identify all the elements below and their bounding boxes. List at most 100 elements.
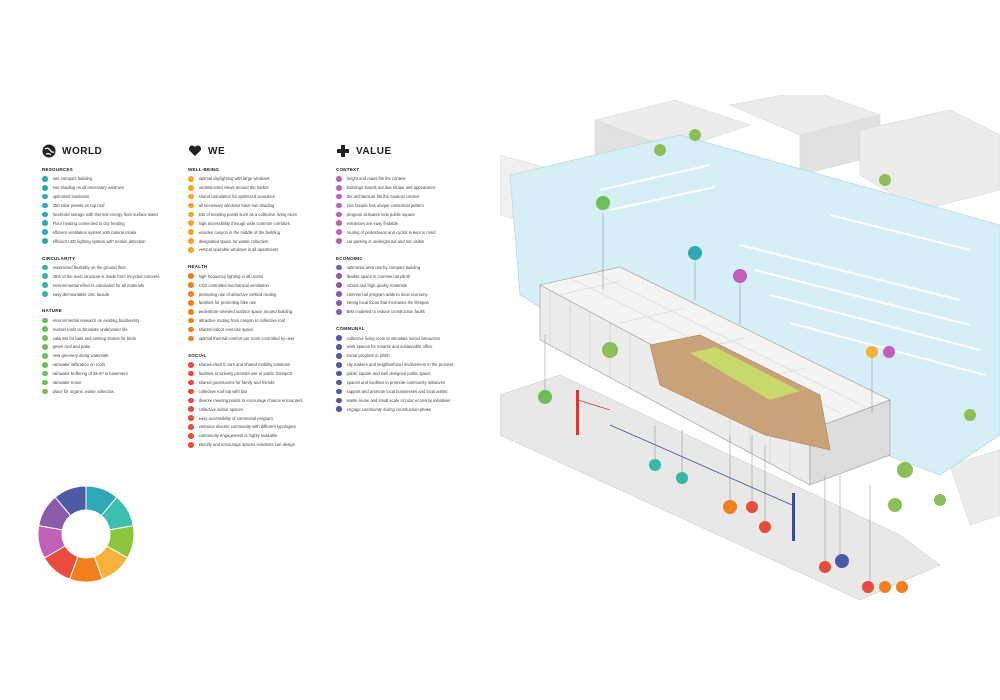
legend-item: embrace diverse community with different… bbox=[188, 423, 328, 432]
section-title: SOCIAL bbox=[188, 352, 207, 358]
legend-item-label: efficient LED lighting system with motio… bbox=[52, 238, 146, 244]
bullet-icon bbox=[188, 361, 194, 368]
legend-item: place for organic waste collection bbox=[42, 387, 182, 396]
bullet-icon bbox=[42, 317, 48, 324]
legend-item: commercial program adds to local economy bbox=[336, 290, 476, 299]
bullet-icon bbox=[336, 379, 342, 386]
legend-item-label: community engagement is highly available bbox=[198, 433, 278, 439]
legend-section: SOCIAL shared electric cars and shared mo… bbox=[188, 353, 328, 449]
bullet-icon bbox=[188, 220, 194, 227]
legend-item: easy demountable zinc facade bbox=[42, 290, 182, 299]
legend-item-label: embrace diverse community with different… bbox=[198, 424, 296, 430]
legend-item: car parking is underground and not visib… bbox=[336, 237, 476, 246]
bullet-icon bbox=[336, 300, 342, 306]
heart-icon bbox=[188, 144, 202, 158]
legend-item-label: waste reuse and small scale circular eco… bbox=[346, 397, 451, 403]
legend-item-label: diverse meeting points to encourage chan… bbox=[198, 397, 303, 403]
bullet-icon bbox=[42, 335, 48, 341]
bullet-icon bbox=[188, 291, 194, 297]
bullet-icon bbox=[188, 282, 194, 288]
legend-item: one compact building bbox=[42, 174, 182, 183]
legend-item: entrances are easy findable bbox=[336, 219, 476, 228]
legend-item-label: facilities to actively promote use of pu… bbox=[198, 371, 293, 377]
section-title: HEALTH bbox=[188, 264, 208, 270]
bullet-icon bbox=[336, 388, 342, 395]
column-header: WE bbox=[188, 143, 328, 159]
nature-icon bbox=[538, 390, 552, 404]
column-title: VALUE bbox=[356, 145, 392, 157]
bullet-icon bbox=[188, 370, 194, 377]
legend-item: community engagement is highly available bbox=[188, 431, 328, 440]
legend-item-label: engage community during construction pha… bbox=[346, 406, 432, 412]
legend-item: easy accessibility of communal program bbox=[188, 414, 328, 423]
hand-icon bbox=[879, 581, 891, 593]
legend-item: support and promote local businesses and… bbox=[336, 387, 476, 396]
bullet-icon bbox=[336, 361, 342, 368]
bullet-icon bbox=[42, 211, 48, 218]
legend-item: optimized insulation bbox=[42, 192, 182, 201]
legend-item-label: city makers and neighborhood involvement… bbox=[346, 362, 454, 368]
legend-item: rainwater reuse bbox=[42, 378, 182, 387]
legend-item-label: entrances are easy findable bbox=[346, 220, 399, 226]
legend-item-label: mussel roofs to stimulate underwater lif… bbox=[52, 326, 128, 332]
legend-item: shared electric cars and shared mobility… bbox=[188, 360, 328, 369]
bullet-icon bbox=[42, 202, 48, 209]
legend-item: zinc facade has unique contextual patter… bbox=[336, 201, 476, 210]
bullet-icon bbox=[188, 300, 194, 306]
legend-item: collective indoor spaces bbox=[188, 405, 328, 414]
bullet-icon bbox=[42, 184, 48, 191]
wheel-center bbox=[63, 511, 109, 557]
shop-icon bbox=[819, 561, 831, 573]
section-title: CIRCULARITY bbox=[42, 255, 76, 261]
column-title: WORLD bbox=[62, 145, 103, 157]
leaf-icon bbox=[596, 196, 610, 210]
legend-item-label: support and promote local businesses and… bbox=[346, 388, 448, 394]
legend-item-label: 35% of the main structure is made from r… bbox=[52, 273, 160, 279]
legend-item: efficient ventilation system with natura… bbox=[42, 228, 182, 237]
legend-item-label: designated space for waste collection bbox=[198, 238, 269, 244]
bullet-icon bbox=[336, 309, 342, 315]
bullet-icon bbox=[336, 264, 342, 271]
legend-item-label: CO2 controlled mechanical ventilation bbox=[198, 282, 269, 288]
bullet-icon bbox=[188, 424, 194, 430]
legend-item-label: green roof and patio bbox=[52, 344, 91, 350]
bullet-icon bbox=[188, 415, 194, 421]
legend-item: city makers and neighborhood involvement… bbox=[336, 360, 476, 369]
bullet-icon bbox=[188, 273, 194, 280]
bullet-icon bbox=[42, 220, 48, 227]
legend-item: rainwater infiltration on roofs bbox=[42, 360, 182, 369]
legend-item-label: promoting use of attractive vertical rou… bbox=[198, 291, 277, 297]
bullet-icon bbox=[188, 309, 194, 315]
legend-item: 35% of the main structure is made from r… bbox=[42, 272, 182, 281]
legend-item-label: attractive routing from canyon to collec… bbox=[198, 318, 286, 324]
legend-item-label: zinc facade has unique contextual patter… bbox=[346, 203, 424, 208]
legend-item-label: routing of pedestrians and cyclist is ke… bbox=[346, 229, 436, 235]
column-title: WE bbox=[208, 145, 226, 157]
bullet-icon bbox=[42, 291, 48, 297]
legend-item-label: maximized flexibility on the ground floo… bbox=[52, 264, 126, 270]
legend-item: Floor heating connected to city heating bbox=[42, 219, 182, 228]
legend-item: promoting use of attractive vertical rou… bbox=[188, 290, 328, 299]
bullet-icon bbox=[42, 379, 48, 386]
bullet-icon bbox=[336, 335, 342, 341]
section-title: COMMUNAL bbox=[336, 326, 365, 332]
bullet-icon bbox=[42, 229, 48, 235]
bullet-icon bbox=[336, 184, 342, 191]
legend-item: pedestrian-oriented outdoor space around… bbox=[188, 307, 328, 316]
sun-icon bbox=[866, 346, 878, 358]
car-icon bbox=[759, 521, 771, 533]
legend-item-label: rainwater reuse bbox=[52, 380, 82, 386]
annotation-bars bbox=[576, 390, 795, 541]
legend-item-label: BIM modeled to reduce construction fault… bbox=[346, 309, 425, 315]
legend-item-label: flexible space in commercial plinth bbox=[346, 273, 411, 279]
legend-item: sound calculation for optimized acoustic… bbox=[188, 192, 328, 201]
legend-item-label: buildings stands out due shape and appea… bbox=[346, 185, 436, 191]
legend-item: designated space for waste collection bbox=[188, 237, 328, 246]
legend-item-label: environmental research on existing biodi… bbox=[52, 317, 140, 323]
legend-item-label: shared indoor exercise space bbox=[198, 327, 254, 333]
bullet-icon bbox=[42, 388, 48, 395]
